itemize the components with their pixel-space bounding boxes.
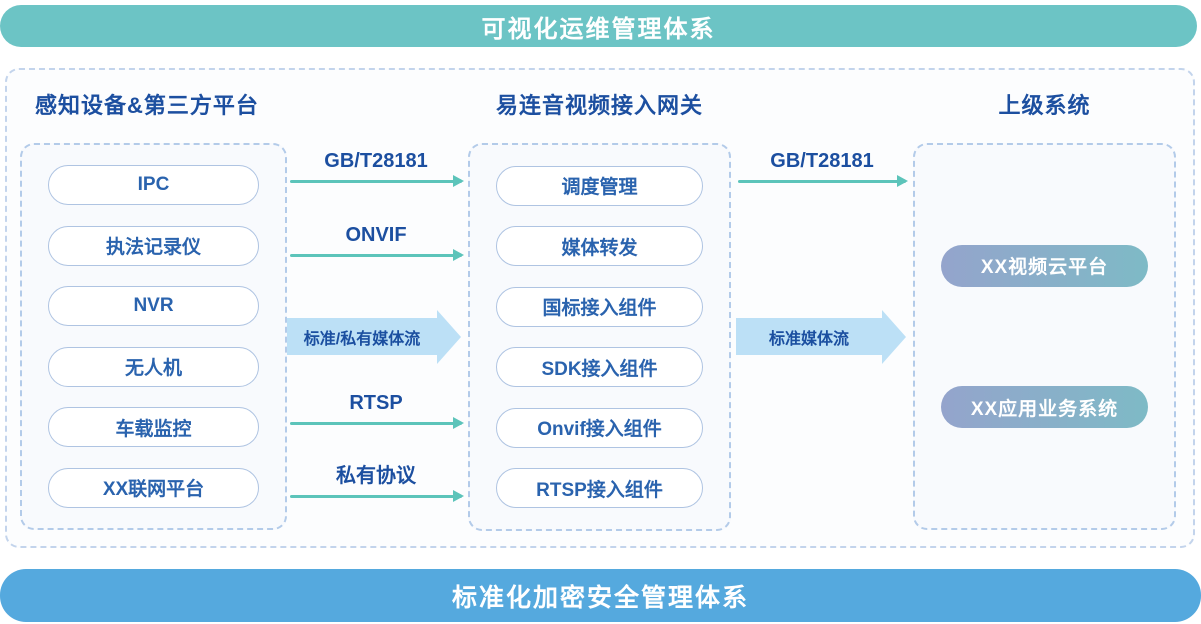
arrow-private-protocol-label: 私有协议 — [336, 465, 416, 487]
bottom-banner: 标准化加密安全管理体系 — [0, 569, 1201, 622]
device-item-body-camera: 执法记录仪 — [48, 225, 259, 266]
device-item-vehicle-monitor: 车载监控 — [48, 407, 259, 448]
top-banner: 可视化运维管理体系 — [0, 5, 1197, 47]
upper-item-app-business: XX应用业务系统 — [941, 386, 1148, 429]
arrow-private-protocol: 私有协议 — [290, 465, 464, 502]
upper-item-video-cloud: XX视频云平台 — [941, 244, 1148, 287]
arrow-gbt28181-right: GB/T28181 — [738, 150, 908, 187]
upper-system-box: XX视频云平台 XX应用业务系统 — [913, 143, 1176, 530]
device-item-network-platform: XX联网平台 — [48, 467, 259, 508]
arrow-line — [290, 175, 464, 187]
arrow-std-media-stream: 标准媒体流 — [736, 318, 882, 355]
arrow-head-icon — [897, 175, 908, 187]
devices-box: IPC 执法记录仪 NVR 无人机 车载监控 XX联网平台 — [20, 143, 287, 530]
upper-system-column-header: 上级系统 — [998, 93, 1091, 118]
device-item-ipc: IPC — [48, 165, 259, 206]
arrow-line — [290, 490, 464, 502]
gateway-item-rtsp-access: RTSP接入组件 — [496, 468, 703, 509]
arrow-gbt28181-left: GB/T28181 — [290, 150, 464, 187]
gateway-item-dispatch: 调度管理 — [496, 165, 703, 206]
top-banner-label: 可视化运维管理体系 — [481, 15, 716, 43]
arrow-rtsp-label: RTSP — [349, 392, 403, 414]
device-item-nvr: NVR — [48, 286, 259, 327]
arrow-rtsp: RTSP — [290, 392, 464, 429]
gateway-item-sdk-access: SDK接入组件 — [496, 347, 703, 388]
device-item-drone: 无人机 — [48, 346, 259, 387]
arrow-line — [290, 249, 464, 261]
arrow-std-private-media-stream-label: 标准/私有媒体流 — [303, 330, 421, 348]
gateway-item-onvif-access: Onvif接入组件 — [496, 407, 703, 448]
bottom-banner-label: 标准化加密安全管理体系 — [451, 583, 749, 612]
arrow-head-icon — [453, 490, 464, 502]
arrow-head-icon — [453, 249, 464, 261]
arrow-gbt28181-left-label: GB/T28181 — [324, 150, 428, 172]
arrow-std-media-stream-label: 标准媒体流 — [768, 330, 849, 348]
arrow-std-private-media-stream: 标准/私有媒体流 — [287, 318, 437, 355]
devices-column-header: 感知设备&第三方平台 — [35, 93, 259, 118]
gateway-box: 调度管理 媒体转发 国标接入组件 SDK接入组件 Onvif接入组件 RTSP接… — [468, 143, 731, 531]
gateway-column-header: 易连音视频接入网关 — [495, 93, 703, 118]
gateway-item-gb-access: 国标接入组件 — [496, 286, 703, 327]
arrow-head-icon — [453, 175, 464, 187]
arrow-line — [738, 175, 908, 187]
arrow-gbt28181-right-label: GB/T28181 — [770, 150, 874, 172]
arrow-head-icon — [453, 417, 464, 429]
arrow-line — [290, 417, 464, 429]
gateway-item-media-forward: 媒体转发 — [496, 226, 703, 267]
arrow-onvif-label: ONVIF — [345, 224, 407, 246]
arrow-onvif: ONVIF — [290, 224, 464, 261]
